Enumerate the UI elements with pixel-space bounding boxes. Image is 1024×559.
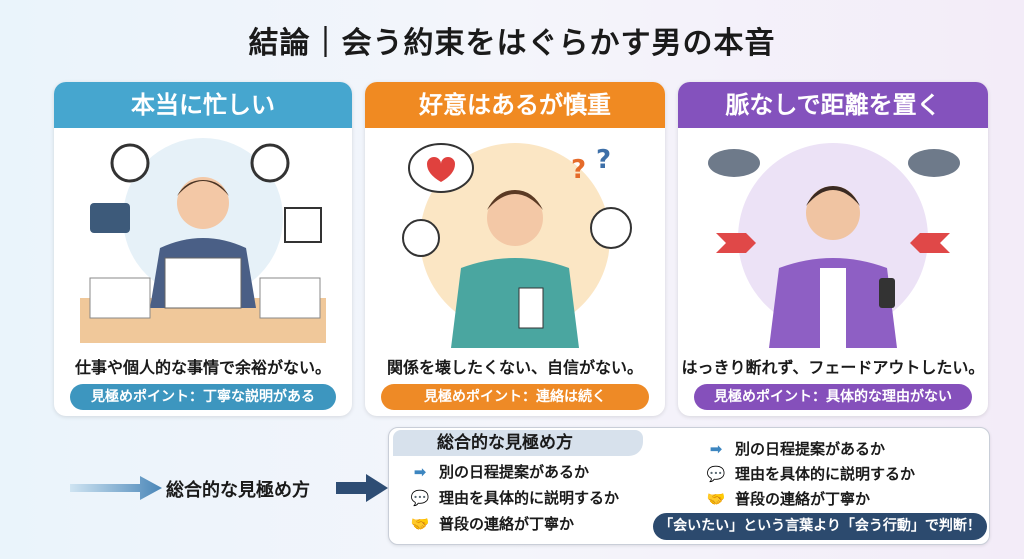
conclusion-banner: 「会いたい」という言葉より「会う行動」で判断！ [653, 513, 987, 540]
speech-bubble-icon: 💬 [706, 464, 726, 483]
card-description: はっきり断れず、フェードアウトしたい。 [681, 358, 985, 377]
card-header: 好意はあるが慎重 [365, 82, 665, 128]
speech-bubble-icon: 💬 [410, 488, 430, 507]
point-badge: 見極めポイント：連絡は続く [381, 384, 649, 410]
summary-box-title: 総合的な見極め方 [393, 430, 643, 456]
list-item: 💬理由を具体的に説明するか [703, 463, 915, 484]
arrow-right-icon: ➡ [413, 462, 427, 481]
busy-man-illustration [80, 138, 326, 343]
card-no-interest: 脈なしで距離を置く はっきり断れず、フェードアウトしたい。 見極めポイント：具体… [678, 82, 988, 416]
card-cautious: 好意はあるが慎重 ? ? 関係を壊したくない、自信がない。 見極めポイント：連絡… [365, 82, 665, 416]
list-item: ➡別の日程提案があるか [703, 438, 885, 459]
handshake-icon: 🤝 [706, 489, 726, 508]
list-item: ➡別の日程提案があるか [407, 461, 589, 482]
svg-text:?: ? [571, 155, 586, 185]
list-item: 🤝普段の連絡が丁寧か [407, 513, 574, 534]
summary-label: 総合的な見極め方 [166, 480, 310, 501]
point-badge: 見極めポイント：具体的な理由がない [694, 384, 972, 410]
card-header: 本当に忙しい [54, 82, 352, 128]
point-badge: 見極めポイント：丁寧な説明がある [70, 384, 336, 410]
list-item: 💬理由を具体的に説明するか [407, 487, 619, 508]
arrow-right-icon: ➡ [709, 439, 723, 458]
card-description: 関係を壊したくない、自信がない。 [386, 358, 643, 377]
svg-text:?: ? [596, 145, 611, 175]
thinking-man-illustration: ? ? [402, 143, 632, 348]
arrow-right-icon [70, 476, 162, 500]
distant-man-illustration [708, 143, 960, 348]
card-busy: 本当に忙しい 仕事や個人的な事情で余裕がない。 見極めポイント：丁寧な説明がある [54, 82, 352, 416]
page-title: 結論｜会う約束をはぐらかす男の本音 [248, 26, 776, 61]
arrow-right-icon [336, 474, 388, 502]
card-header: 脈なしで距離を置く [678, 82, 988, 128]
summary-box: 総合的な見極め方 ➡別の日程提案があるか 💬理由を具体的に説明するか 🤝普段の連… [388, 427, 990, 545]
list-item: 🤝普段の連絡が丁寧か [703, 488, 870, 509]
card-description: 仕事や個人的な事情で余裕がない。 [74, 358, 331, 377]
handshake-icon: 🤝 [410, 514, 430, 533]
